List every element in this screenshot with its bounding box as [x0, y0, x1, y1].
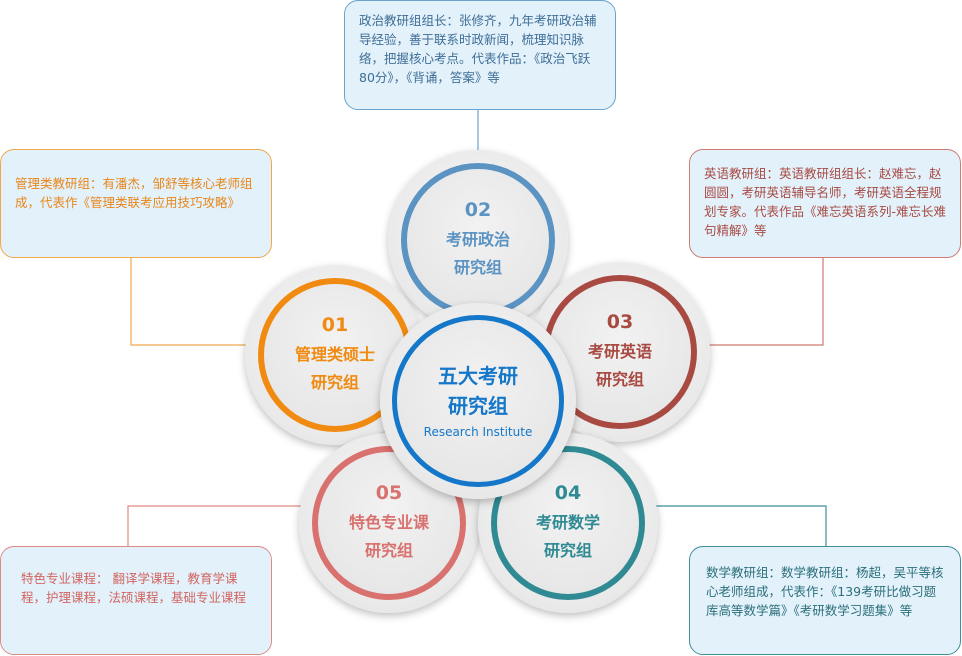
group-label-line2: 研究组: [543, 541, 592, 560]
circle-politics: 02 考研政治 研究组: [388, 150, 568, 330]
connector-04: [652, 505, 827, 546]
center-title-line1: 五大考研: [438, 364, 518, 388]
group-number: 04: [554, 482, 582, 504]
desc-text-management: 管理类教研组：有潘杰，邹舒等核心老师组成，代表作《管理类联考应用技巧攻略》: [15, 176, 253, 210]
group-number: 01: [321, 314, 349, 336]
center-subtitle: Research Institute: [423, 425, 533, 439]
connector-03: [706, 258, 824, 346]
group-label-line1: 特色专业课: [348, 513, 429, 532]
group-label-line2: 研究组: [595, 370, 644, 389]
group-number: 03: [606, 311, 634, 333]
group-number: 02: [464, 199, 492, 221]
desc-box-english: 英语教研组：英语教研组组长：赵难忘，赵圆圆，考研英语辅导名师，考研英语全程规划专…: [689, 149, 961, 258]
desc-text-math: 数学教研组：数学教研组：杨超，吴平等核心老师组成，代表作：《139考研比做习题库…: [706, 565, 944, 618]
connector-01: [130, 258, 255, 346]
desc-box-special: 特色专业课程： 翻译学课程，教育学课程，护理课程，法硕课程，基础专业课程: [0, 546, 272, 655]
group-label-line1: 管理类硕士: [294, 345, 375, 364]
group-label-line1: 考研数学: [535, 513, 600, 532]
group-label-line1: 考研政治: [445, 230, 510, 249]
desc-text-english: 英语教研组：英语教研组组长：赵难忘，赵圆圆，考研英语辅导名师，考研英语全程规划专…: [704, 166, 947, 238]
desc-box-management: 管理类教研组：有潘杰，邹舒等核心老师组成，代表作《管理类联考应用技巧攻略》: [0, 149, 272, 258]
circle-center: 五大考研 研究组 Research Institute: [380, 303, 576, 499]
center-title-line2: 研究组: [448, 394, 508, 418]
desc-box-politics: 政治教研组组长：张修齐，九年考研政治辅导经验，善于联系时政新闻，梳理知识脉络，把…: [344, 0, 616, 110]
group-label-line1: 考研英语: [587, 342, 652, 361]
group-label-line2: 研究组: [364, 541, 413, 560]
group-label-line2: 研究组: [453, 258, 502, 277]
connector-05: [127, 505, 305, 546]
desc-text-special: 特色专业课程： 翻译学课程，教育学课程，护理课程，法硕课程，基础专业课程: [21, 571, 247, 605]
desc-box-math: 数学教研组：数学教研组：杨超，吴平等核心老师组成，代表作：《139考研比做习题库…: [689, 546, 961, 655]
group-number: 05: [375, 482, 403, 504]
group-label-line2: 研究组: [310, 373, 359, 392]
circle-special: 05 特色专业课 研究组: [299, 433, 479, 613]
desc-text-politics: 政治教研组组长：张修齐，九年考研政治辅导经验，善于联系时政新闻，梳理知识脉络，把…: [359, 13, 597, 85]
